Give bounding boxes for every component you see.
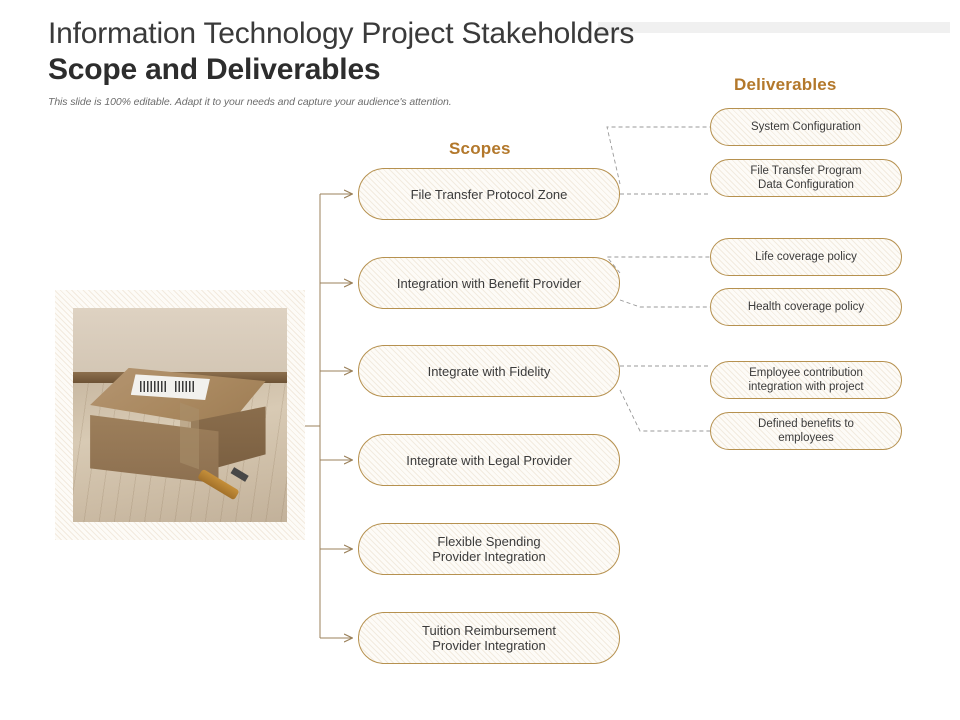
deliverable-node-2-line2: Data Configuration: [758, 179, 854, 191]
deliverable-node-4[interactable]: Health coverage policy: [710, 288, 902, 326]
scope-node-5-line2: Provider Integration: [432, 549, 546, 564]
deliverable-node-5-line2: integration with project: [748, 381, 864, 393]
deliverable-node-6-label: Defined benefits to employees: [746, 417, 866, 445]
deliverable-node-4-label: Health coverage policy: [747, 301, 865, 313]
page-title: Information Technology Project Stakehold…: [48, 16, 708, 88]
deliverable-node-5-line1: Employee contribution: [749, 367, 863, 379]
header-accent-bar: [598, 22, 950, 33]
scopes-section-heading: Scopes: [449, 139, 511, 158]
deliverable-node-1[interactable]: System Configuration: [710, 108, 902, 146]
photo-wall: [73, 308, 287, 377]
scope-node-5-line1: Flexible Spending: [437, 534, 541, 549]
scope-node-3[interactable]: Integrate with Fidelity: [358, 345, 620, 397]
shipping-box-photo: [73, 308, 287, 522]
deliverables-section-heading: Deliverables: [734, 75, 837, 94]
deliverable-wires: [606, 126, 710, 432]
deliverable-node-2-line1: File Transfer Program: [750, 165, 862, 177]
deliverable-node-5-label: Employee contribution integration with pr…: [736, 366, 875, 394]
deliverable-node-6-line2: employees: [778, 432, 834, 444]
deliverable-node-1-label: System Configuration: [751, 121, 861, 133]
scope-node-2-label: Integration with Benefit Provider: [396, 275, 582, 291]
deliverable-node-6-line1: Defined benefits to: [758, 418, 854, 430]
scope-tree-wires: [305, 194, 352, 638]
deliverable-node-6[interactable]: Defined benefits to employees: [710, 412, 902, 450]
deliverable-node-5[interactable]: Employee contribution integration with pr…: [710, 361, 902, 399]
deliverable-node-3-label: Life coverage policy: [755, 251, 857, 263]
photo-frame: [55, 290, 305, 540]
scope-node-2[interactable]: Integration with Benefit Provider: [358, 257, 620, 309]
scope-node-1-label: File Transfer Protocol Zone: [410, 186, 568, 202]
scope-node-6-line2: Provider Integration: [432, 638, 546, 653]
scope-node-3-label: Integrate with Fidelity: [427, 363, 551, 379]
scope-node-1[interactable]: File Transfer Protocol Zone: [358, 168, 620, 220]
deliverable-node-3[interactable]: Life coverage policy: [710, 238, 902, 276]
page-subtitle: This slide is 100% editable. Adapt it to…: [48, 96, 452, 108]
page-title-regular: Information Technology Project Stakehold…: [48, 17, 635, 50]
photo-shipping-label: [130, 374, 210, 400]
page-title-bold: Scope and Deliverables: [48, 53, 381, 86]
scope-node-4[interactable]: Integrate with Legal Provider: [358, 434, 620, 486]
scope-node-4-label: Integrate with Legal Provider: [406, 452, 572, 468]
scope-node-6-line1: Tuition Reimbursement: [422, 623, 556, 638]
